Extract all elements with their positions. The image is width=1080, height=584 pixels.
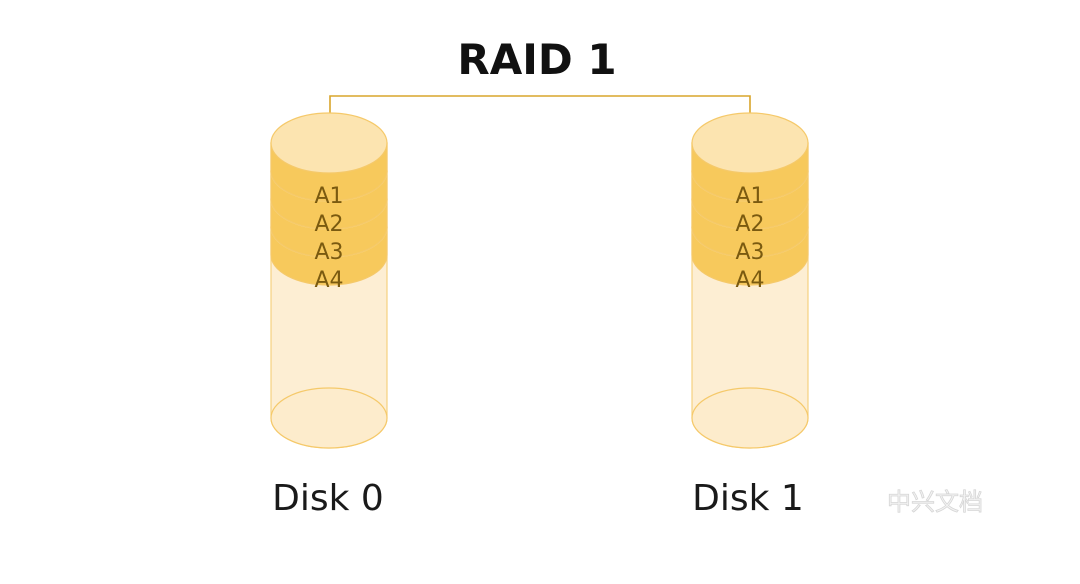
disk-1-label: Disk 1 [692,478,804,519]
mirror-connector-line [329,95,751,135]
disk-1-block-label: A4 [735,268,764,293]
disk-1-block-label: A3 [735,240,764,265]
watermark-text: 中兴文档 [887,488,983,516]
disk-0-block-label: A4 [314,268,343,293]
disk-1-top-ellipse [691,112,809,174]
disk-1-block-label: A1 [735,184,764,209]
disk-0-top-ellipse [270,112,388,174]
disk-0-label: Disk 0 [272,478,384,519]
disk-0-bottom-ellipse [270,387,388,449]
disk-0-block-label: A1 [314,184,343,209]
disk-0-block-label: A3 [314,240,343,265]
disk-1-block-label: A2 [735,212,764,237]
diagram-title: RAID 1 [457,35,616,84]
disk-1-bottom-ellipse [691,387,809,449]
disk-0-block-label: A2 [314,212,343,237]
